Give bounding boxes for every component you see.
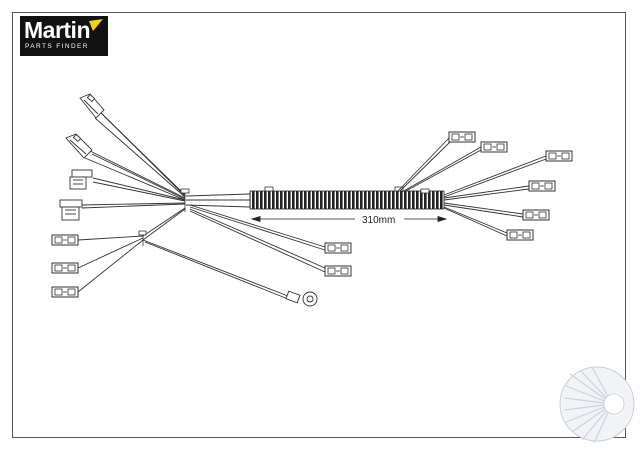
connector-right-5 <box>522 209 550 221</box>
connector-middle-2 <box>324 265 352 277</box>
wires-right <box>397 137 547 237</box>
sunburst-watermark-icon <box>559 366 635 444</box>
connector-left-3 <box>51 286 79 298</box>
spade-clip-top <box>79 93 105 119</box>
wires-trunk <box>185 193 251 208</box>
connector-left-1 <box>51 234 79 246</box>
ring-terminal <box>285 290 318 307</box>
connector-middle-1 <box>324 242 352 254</box>
plug-connector-upper <box>69 169 93 190</box>
connector-left-2 <box>51 262 79 274</box>
martin-logo: Martin PARTS FINDER <box>20 16 108 56</box>
wires-left <box>77 109 289 300</box>
logo-subtitle: PARTS FINDER <box>25 43 89 50</box>
cable-ties <box>138 186 430 246</box>
connector-right-3 <box>545 150 573 162</box>
wires-middle <box>189 204 326 273</box>
connector-right-4 <box>528 180 556 192</box>
plug-connector-lower <box>59 199 83 221</box>
dimension-label: 310mm <box>362 215 395 226</box>
connector-right-2 <box>480 141 508 153</box>
corrugated-sleeve <box>249 190 445 210</box>
spade-clip-second <box>65 133 93 159</box>
drawing-frame <box>12 12 626 438</box>
connector-right-1 <box>448 131 476 143</box>
connector-right-6 <box>506 229 534 241</box>
logo-name: Martin <box>24 17 91 43</box>
logo-swoosh-icon <box>89 19 103 31</box>
dimension-line <box>250 215 448 223</box>
